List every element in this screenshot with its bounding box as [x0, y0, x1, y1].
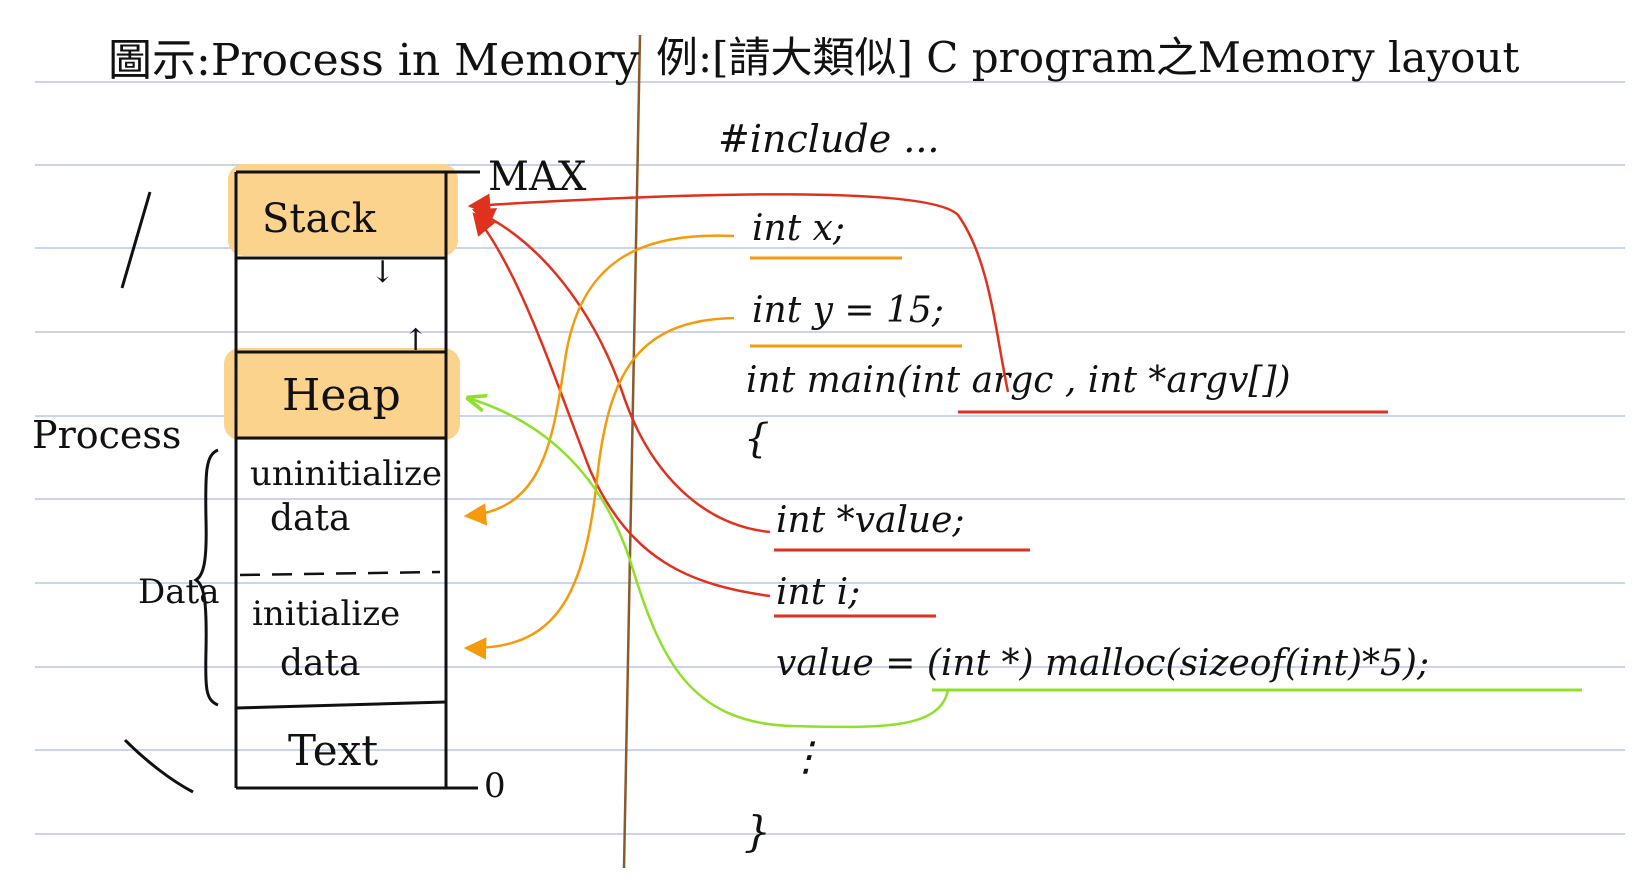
- left-title: 圖示:Process in Memory: [108, 35, 640, 86]
- uninit-label-line2: data: [270, 498, 350, 539]
- arrow-y-to-init: [463, 316, 735, 660]
- heap-grow-arrow: ↑: [403, 323, 428, 358]
- code-malloc-call: (int *) malloc(sizeof(int)*5);: [927, 643, 1429, 684]
- code-decl-y: int y = 15;: [752, 290, 944, 331]
- heap-highlight: [224, 348, 460, 440]
- code-decl-i: int i;: [776, 572, 860, 613]
- text-segment-label: Text: [288, 726, 378, 775]
- process-label: Process: [32, 413, 181, 457]
- code-malloc-line: value = (int *) malloc(sizeof(int)*5);: [776, 643, 1429, 684]
- arrow-value-to-stack: [471, 208, 771, 534]
- code-close-brace: }: [744, 807, 771, 856]
- stack-highlight: [228, 164, 458, 256]
- stack-grow-arrow: ↓: [370, 255, 395, 290]
- code-decl-x: int x;: [752, 208, 845, 249]
- panel-divider: [622, 34, 642, 869]
- zero-label: 0: [484, 766, 506, 806]
- right-title: 例:[請大類似] C program之Memory layout: [656, 33, 1520, 82]
- arrow-i-to-stack: [472, 212, 771, 598]
- memory-column: [234, 170, 480, 790]
- arrow-params-to-stack: [467, 193, 1010, 393]
- stack-segment-label: Stack: [262, 196, 377, 242]
- process-bracket-bottom: [123, 738, 194, 794]
- code-open-brace: {: [744, 416, 769, 462]
- data-split-dashed: [239, 570, 441, 577]
- arrow-x-to-uninit: [463, 234, 735, 526]
- init-label-line1: initialize: [252, 594, 400, 634]
- uninit-label-line1: uninitialize: [250, 454, 442, 494]
- heap-segment-label: Heap: [282, 370, 401, 421]
- code-ellipsis: ⋮: [786, 734, 826, 780]
- arrow-malloc-to-heap: [468, 398, 950, 729]
- code-main-signature: int main(int argc , int *argv[]): [746, 360, 1291, 401]
- data-label: Data: [138, 572, 219, 612]
- init-label-line2: data: [280, 643, 360, 684]
- max-label: MAX: [488, 154, 587, 200]
- code-main-params: int argc , int *argv[]: [911, 360, 1278, 401]
- code-include: #include ...: [718, 117, 940, 161]
- code-decl-value: int *value;: [776, 500, 965, 541]
- data-brace: [193, 448, 219, 707]
- process-bracket-top: [120, 191, 152, 289]
